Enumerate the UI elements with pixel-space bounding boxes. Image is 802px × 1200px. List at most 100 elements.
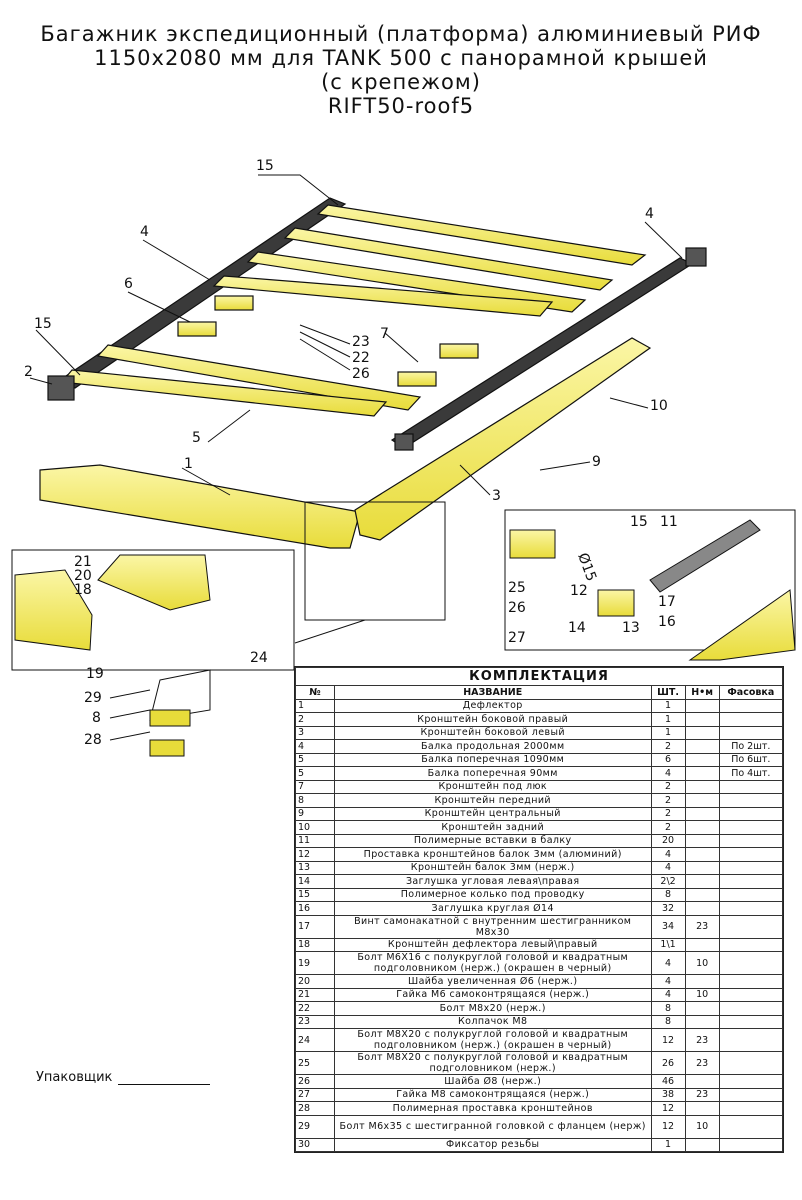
cell-pack (718, 937, 784, 952)
cell-pack (718, 1074, 784, 1089)
cell-nm (684, 698, 720, 713)
callout-label: 23 (352, 334, 370, 350)
cell-nm: 23 (684, 1028, 720, 1052)
callout-label: 22 (352, 350, 370, 366)
cell-qty: 2 (650, 820, 686, 835)
cell-name: Кронштейн под люк (333, 779, 652, 794)
cell-qty: 4 (650, 860, 686, 875)
cell-name: Гайка М6 самоконтрящаяся (нерж.) (333, 987, 652, 1002)
cell-name: Шайба Ø8 (нерж.) (333, 1074, 652, 1089)
cell-nm (684, 847, 720, 862)
cell-no: 5 (295, 766, 335, 781)
callout-label: 16 (658, 614, 676, 630)
cell-no: 3 (295, 725, 335, 740)
cell-pack (718, 712, 784, 727)
cell-no: 16 (295, 901, 335, 916)
cell-qty: 2 (650, 739, 686, 754)
cell-qty: 2 (650, 806, 686, 821)
cell-name: Балка продольная 2000мм (333, 739, 652, 754)
cell-qty: 2 (650, 779, 686, 794)
cell-nm (684, 779, 720, 794)
cell-nm (684, 937, 720, 952)
callout-label: 4 (140, 224, 149, 240)
callout-label: 9 (592, 454, 601, 470)
cell-pack (718, 793, 784, 808)
kit-caption: КОМПЛЕКТАЦИЯ (295, 667, 783, 686)
cell-qty: 32 (650, 901, 686, 916)
callout-label: 12 (570, 583, 588, 599)
cell-no: 8 (295, 793, 335, 808)
cell-name: Шайба увеличенная Ø6 (нерж.) (333, 974, 652, 989)
short-beam (439, 343, 479, 359)
cell-name: Болт М8Х20 с полукруглой головой и квадр… (333, 1028, 652, 1052)
deflector-detail (688, 589, 796, 661)
cell-qty: 8 (650, 1014, 686, 1029)
callout-label: 15 (630, 514, 648, 530)
cell-no: 11 (295, 833, 335, 848)
cell-pack (718, 725, 784, 740)
cell-no: 12 (295, 847, 335, 862)
cross-beam (316, 204, 647, 266)
callout-label: 5 (192, 430, 201, 446)
frame (47, 197, 707, 451)
cell-qty: 4 (650, 847, 686, 862)
detail-lower-left: 29 8 28 (84, 669, 211, 757)
callout-label: 3 (492, 488, 501, 504)
col-header-nm: Н•м (684, 685, 720, 700)
cell-no: 15 (295, 887, 335, 902)
cell-qty: 1\1 (650, 937, 686, 952)
cell-nm (684, 766, 720, 781)
cell-pack (718, 833, 784, 848)
callout-label: 25 (508, 580, 526, 596)
cell-qty: 1 (650, 698, 686, 713)
cell-pack (718, 860, 784, 875)
cell-pack: По 2шт. (718, 739, 784, 754)
cell-nm (684, 752, 720, 767)
cell-pack (718, 1014, 784, 1029)
cell-no: 21 (295, 987, 335, 1002)
title-line-1: Багажник экспедиционный (платформа) алюм… (40, 22, 762, 46)
signature-line (118, 1072, 211, 1085)
cell-nm (684, 806, 720, 821)
cell-pack (718, 1087, 784, 1102)
cell-nm (684, 1101, 720, 1116)
callout-label: 28 (84, 732, 102, 748)
cell-name: Дефлектор (333, 698, 652, 713)
cell-name: Балка поперечная 90мм (333, 766, 652, 781)
callout-label: 10 (650, 398, 668, 414)
cell-no: 28 (295, 1101, 335, 1116)
assembly-drawing: 15 4 4 6 15 2 23 22 26 7 5 1 10 9 3 15 1… (11, 158, 796, 682)
cell-name: Фиксатор резьбы (333, 1137, 652, 1152)
col-header-no: № (295, 685, 335, 700)
callout-label: 7 (380, 326, 389, 342)
cell-nm: 10 (684, 1114, 720, 1139)
cell-no: 1 (295, 698, 335, 713)
cell-nm (684, 725, 720, 740)
cell-pack (718, 1051, 784, 1075)
cell-nm (684, 1137, 720, 1152)
corner-plug (597, 589, 635, 617)
callout-label: 21 (74, 554, 92, 570)
cell-qty: 4 (650, 951, 686, 975)
cell-qty: 2 (650, 793, 686, 808)
callout-label: 18 (74, 582, 92, 598)
cell-pack (718, 914, 784, 939)
callout-label: 20 (74, 568, 92, 584)
cell-pack: По 6шт. (718, 752, 784, 767)
cell-qty: 26 (650, 1051, 686, 1075)
polymer-spacer (149, 709, 191, 727)
end-cap (394, 433, 414, 451)
cell-qty: 4 (650, 766, 686, 781)
cell-pack (718, 806, 784, 821)
